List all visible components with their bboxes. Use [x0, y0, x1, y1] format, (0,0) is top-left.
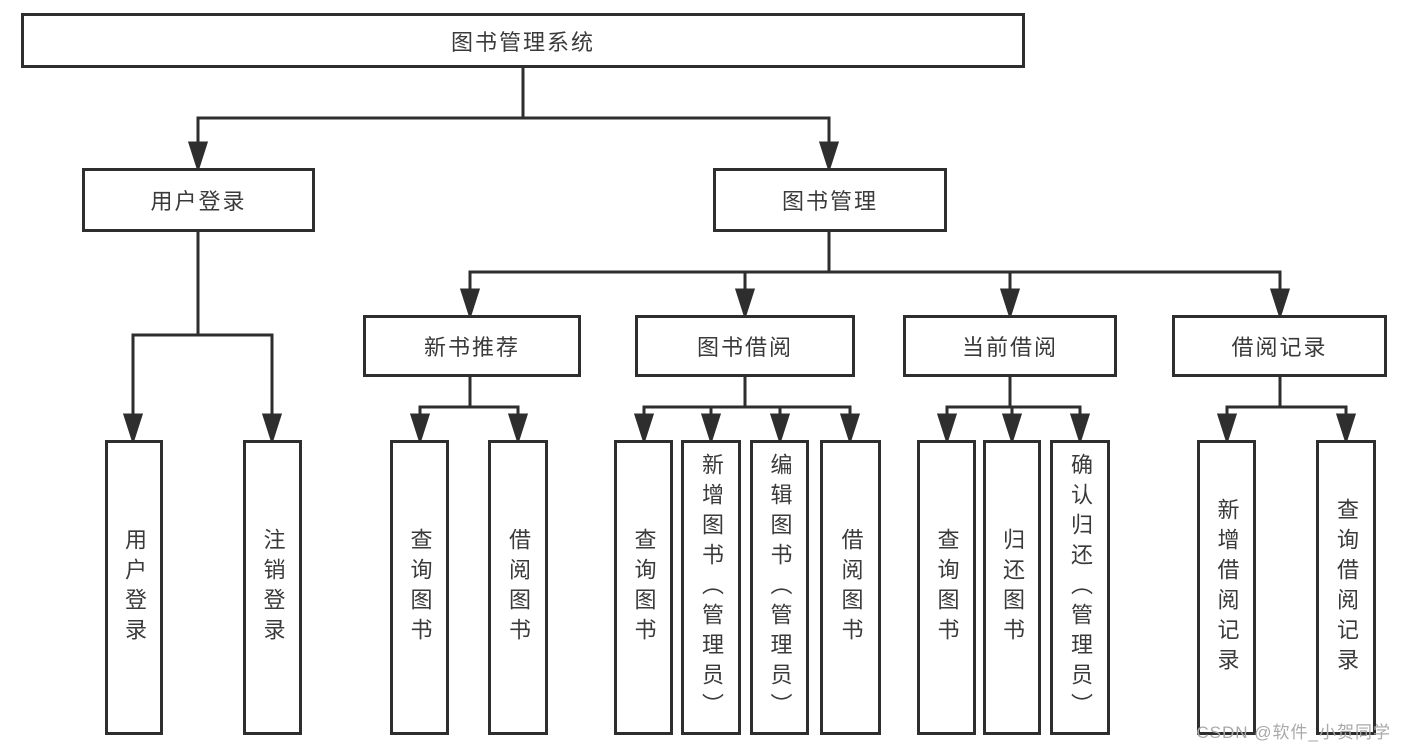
- connector-userlogin-to-leaves: [122, 232, 283, 445]
- node-user-login: 用户登录: [82, 168, 315, 232]
- connector-records-to-leaves: [1216, 377, 1357, 445]
- connector-current-to-leaves: [936, 377, 1091, 445]
- leaf-user-login: 用户登录: [105, 440, 163, 735]
- leaf-add-borrow-record: 新增借阅记录: [1197, 440, 1256, 735]
- node-library-system: 图书管理系统: [21, 13, 1025, 68]
- node-current-borrowing: 当前借阅: [903, 315, 1117, 377]
- leaf-confirm-return-admin: 确认归还（管理员）: [1050, 440, 1110, 735]
- connector-borrowing-to-leaves: [633, 377, 861, 445]
- leaf-edit-book-admin: 编辑图书（管理员）: [750, 440, 809, 735]
- leaf-query-books-1: 查询图书: [390, 440, 449, 735]
- leaf-add-book-admin: 新增图书（管理员）: [681, 440, 741, 735]
- node-new-book-recommend: 新书推荐: [363, 315, 581, 377]
- node-book-management: 图书管理: [713, 168, 947, 232]
- leaf-query-books-2: 查询图书: [614, 440, 673, 735]
- leaf-query-borrow-record: 查询借阅记录: [1316, 440, 1376, 735]
- leaf-query-books-3: 查询图书: [917, 440, 976, 735]
- leaf-logout: 注销登录: [243, 440, 302, 735]
- node-borrowing-records: 借阅记录: [1172, 315, 1387, 377]
- leaf-return-book: 归还图书: [983, 440, 1041, 735]
- connector-newrec-to-leaves: [409, 377, 529, 445]
- connector-bookmgmt-to-level3: [459, 232, 1291, 320]
- watermark-text: CSDN @软件_小贺同学: [1196, 723, 1391, 742]
- connector-root-to-level2: [187, 68, 840, 173]
- node-book-borrowing: 图书借阅: [635, 315, 855, 377]
- leaf-borrow-books-2: 借阅图书: [820, 440, 881, 735]
- leaf-borrow-books-1: 借阅图书: [488, 440, 548, 735]
